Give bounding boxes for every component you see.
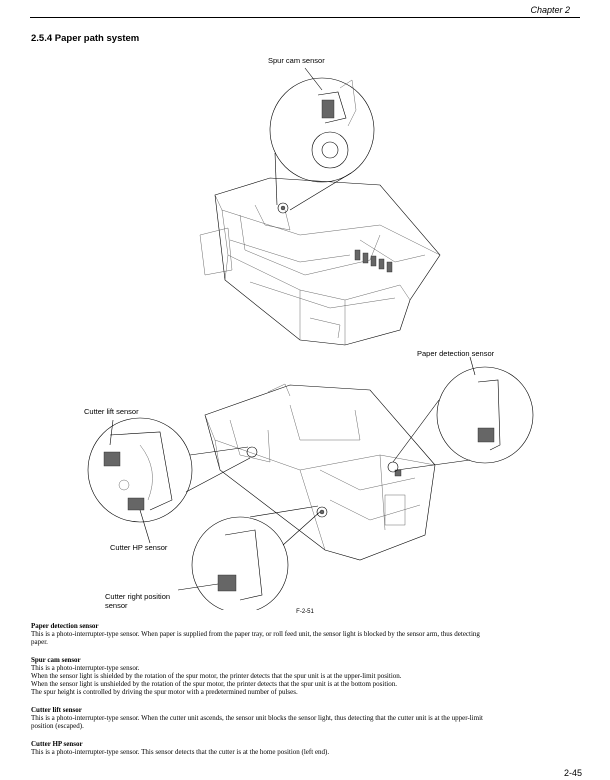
desc-line: This is a photo-interrupter-type sensor.… bbox=[31, 714, 483, 722]
desc-line: When the sensor light is unshielded by t… bbox=[31, 680, 397, 688]
printer-unit-bottom bbox=[204, 383, 436, 561]
desc-spur-cam: Spur cam sensor This is a photo-interrup… bbox=[31, 656, 586, 696]
cutter-lift-zoom bbox=[87, 417, 258, 544]
section-title: 2.5.4 Paper path system bbox=[31, 33, 140, 44]
printer-unit-top bbox=[199, 177, 441, 346]
callout-paper-detection-sensor: Paper detection sensor bbox=[417, 349, 495, 358]
desc-cutter-hp: Cutter HP sensor This is a photo-interru… bbox=[31, 740, 586, 756]
paper-detection-zoom bbox=[387, 356, 534, 473]
desc-term: Spur cam sensor bbox=[31, 656, 81, 664]
spur-cam-zoom bbox=[269, 67, 375, 214]
desc-paper-detection: Paper detection sensor This is a photo-i… bbox=[31, 622, 586, 646]
desc-line: paper. bbox=[31, 638, 48, 646]
chapter-label: Chapter 2 bbox=[530, 5, 570, 15]
page-number: 2-45 bbox=[563, 768, 582, 778]
callout-cutter-right-position-sensor: Cutter right position sensor bbox=[105, 592, 170, 610]
callout-cutter-right-line2: sensor bbox=[105, 601, 128, 610]
desc-term: Cutter HP sensor bbox=[31, 740, 83, 748]
paper-path-illustration bbox=[87, 67, 534, 610]
callout-cutter-hp-sensor: Cutter HP sensor bbox=[110, 543, 168, 552]
desc-line: position (escaped). bbox=[31, 722, 84, 730]
callout-spur-cam-sensor: Spur cam sensor bbox=[268, 56, 325, 65]
desc-line: When the sensor light is shielded by the… bbox=[31, 672, 402, 680]
callout-cutter-right-line1: Cutter right position bbox=[105, 592, 171, 601]
desc-line: This is a photo-interrupter-type sensor.… bbox=[31, 748, 330, 756]
desc-line: The spur height is controlled by driving… bbox=[31, 688, 298, 696]
desc-line: This is a photo-interrupter-type sensor.… bbox=[31, 630, 480, 638]
callout-cutter-lift-sensor: Cutter lift sensor bbox=[84, 407, 139, 416]
desc-term: Cutter lift sensor bbox=[31, 706, 82, 714]
desc-term: Paper detection sensor bbox=[31, 622, 99, 630]
cutter-right-zoom bbox=[177, 505, 328, 610]
desc-cutter-lift: Cutter lift sensor This is a photo-inter… bbox=[31, 706, 586, 730]
header-rule bbox=[30, 17, 580, 18]
desc-line: This is a photo-interrupter-type sensor. bbox=[31, 664, 140, 672]
figure-id: F-2-51 bbox=[296, 609, 314, 615]
